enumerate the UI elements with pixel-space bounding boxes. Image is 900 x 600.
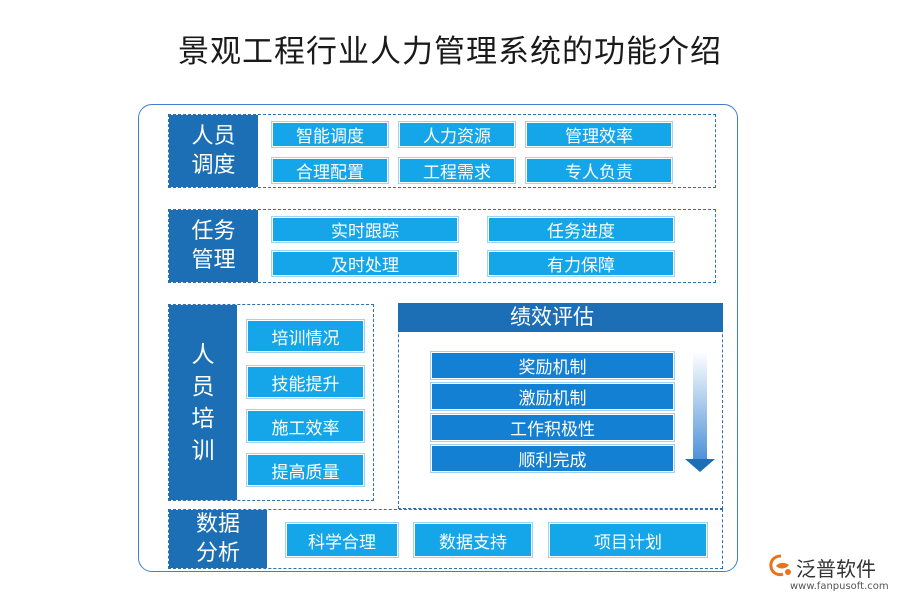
performance-item: 顺利完成	[431, 445, 674, 472]
training-item: 技能提升	[247, 366, 364, 398]
task-item: 有力保障	[488, 251, 674, 276]
task-item: 及时处理	[272, 251, 458, 276]
scheduling-item: 工程需求	[399, 158, 515, 183]
task-item: 任务进度	[488, 217, 674, 242]
fanpu-logo-icon	[769, 554, 791, 577]
logo-name: 泛普软件	[796, 557, 876, 581]
scheduling-item: 人力资源	[399, 122, 515, 147]
down-arrow-shaft	[693, 352, 707, 461]
training-item: 培训情况	[247, 320, 364, 352]
training-group	[168, 304, 374, 501]
scheduling-group	[168, 114, 716, 188]
training-heading: 人员培训	[169, 305, 237, 500]
task-heading: 任务管理	[169, 210, 258, 282]
analysis-item: 科学合理	[286, 523, 398, 557]
analysis-group	[168, 509, 723, 569]
performance-heading: 绩效评估	[398, 303, 723, 332]
training-item: 施工效率	[247, 410, 364, 442]
performance-item: 工作积极性	[431, 414, 674, 441]
scheduling-item: 专人负责	[526, 158, 672, 183]
analysis-item: 数据支持	[414, 523, 532, 557]
scheduling-item: 合理配置	[272, 158, 388, 183]
analysis-item: 项目计划	[549, 523, 707, 557]
task-group	[168, 209, 716, 283]
analysis-heading: 数据分析	[169, 510, 267, 568]
scheduling-item: 智能调度	[272, 122, 388, 147]
fanpu-logo: 泛普软件 www.fanpusoft.com	[768, 551, 898, 599]
scheduling-heading: 人员调度	[169, 115, 258, 187]
performance-item: 激励机制	[431, 383, 674, 410]
down-arrow-icon	[685, 459, 715, 472]
logo-url: www.fanpusoft.com	[790, 581, 889, 592]
scheduling-item: 管理效率	[526, 122, 672, 147]
page-title: 景观工程行业人力管理系统的功能介绍	[178, 34, 722, 70]
performance-item: 奖励机制	[431, 352, 674, 379]
task-item: 实时跟踪	[272, 217, 458, 242]
training-item: 提高质量	[247, 454, 364, 486]
